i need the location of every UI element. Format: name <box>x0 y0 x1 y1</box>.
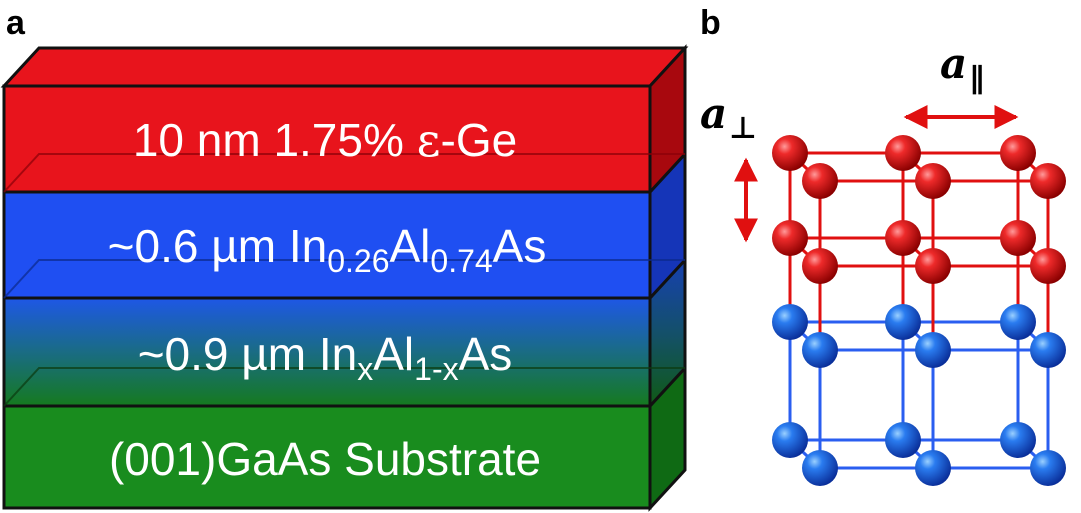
substrate-atom <box>1000 304 1036 340</box>
ge-atom <box>885 220 921 256</box>
substrate-atom <box>802 332 838 368</box>
substrate-atom <box>1000 422 1036 458</box>
stack-top-face <box>0 46 689 88</box>
layer-ge-label: 10 nm 1.75% ε-Ge <box>133 113 517 167</box>
panel-a-label: a <box>6 4 26 42</box>
substrate-atom <box>915 332 951 368</box>
layer-ge <box>2 44 687 196</box>
ge-atom <box>885 135 921 171</box>
substrate-atom <box>1030 450 1066 486</box>
layer-inalas-label: ~0.6 µm In0.26Al0.74As <box>108 220 547 279</box>
a-parallel-label: a∥ <box>940 39 984 96</box>
panel-b-label: b <box>700 4 721 42</box>
substrate-atom <box>915 450 951 486</box>
ge-atom <box>772 220 808 256</box>
substrate-atom <box>885 304 921 340</box>
substrate-atom <box>772 422 808 458</box>
ge-atom <box>1000 135 1036 171</box>
ge-atom <box>915 163 951 199</box>
panel-a: a 10 nm 1.75% ε-Ge ~0.6 µm In0.26 <box>0 4 689 512</box>
layer-inalas <box>2 150 687 302</box>
ge-atom <box>1030 163 1066 199</box>
ge-atom <box>1000 220 1036 256</box>
layer-graded-label: ~0.9 µm InxAl1-xAs <box>138 328 513 387</box>
substrate-atom <box>885 422 921 458</box>
ge-atom <box>915 248 951 284</box>
ge-atom <box>1030 248 1066 284</box>
substrate-atom <box>772 304 808 340</box>
lattice-atoms <box>772 135 1066 486</box>
ge-atom <box>802 163 838 199</box>
ge-atom <box>802 248 838 284</box>
a-perpendicular-label: a⊥ <box>700 89 757 146</box>
ge-atom <box>772 135 808 171</box>
substrate-atom <box>1030 332 1066 368</box>
layer-substrate-label: (001)GaAs Substrate <box>109 433 541 485</box>
layer-substrate <box>2 364 687 512</box>
substrate-atom <box>802 450 838 486</box>
panel-b: b a∥ a⊥ <box>700 4 1066 486</box>
